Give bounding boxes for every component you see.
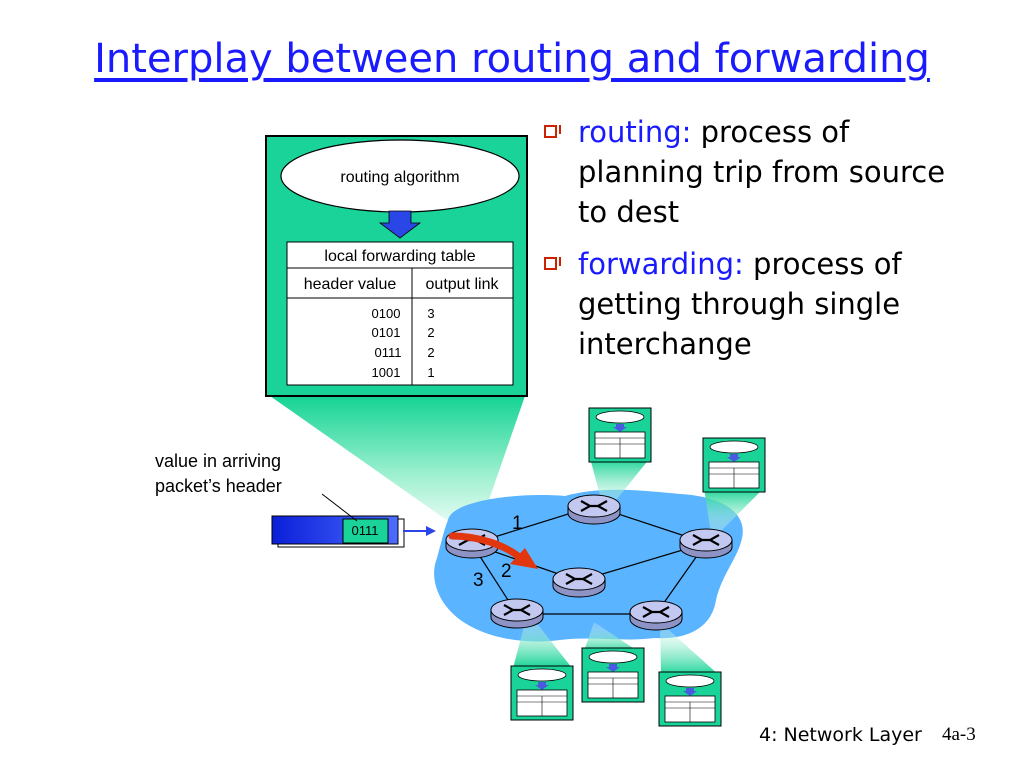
arriving-packet: 0111 [271, 515, 405, 548]
bullet-routing: routing: process of planning trip from s… [540, 112, 1010, 232]
bullet-list: routing: process of planning trip from s… [540, 112, 1010, 376]
mini-forwarding-table-icon [658, 671, 722, 727]
table-row-header: 1001 [372, 365, 401, 380]
table-row-header: 0101 [372, 325, 401, 340]
table-row-link: 3 [427, 306, 434, 321]
down-arrow-icon [378, 210, 422, 239]
bullet-forwarding: forwarding: process of getting through s… [540, 244, 1010, 364]
table-row-header: 0111 [375, 345, 402, 360]
footer-slide-number: 4a-3 [942, 724, 976, 745]
router-icon [678, 527, 734, 560]
bullet-term: routing: [578, 115, 692, 149]
forwarding-table [286, 241, 514, 386]
mini-forwarding-table-icon [581, 647, 645, 703]
zoom-cone [270, 396, 525, 540]
bullet-text: to dest [578, 195, 680, 229]
bullet-text: process of [691, 115, 850, 149]
table-row-link: 2 [427, 325, 434, 340]
column-header-value: header value [304, 276, 397, 293]
table-row-header: 0100 [372, 306, 401, 321]
bullet-text: interchange [578, 327, 752, 361]
table-row-link: 1 [427, 365, 434, 380]
packet-caption-line2: packet’s header [155, 476, 282, 496]
bullet-text: planning trip from source [578, 155, 946, 189]
packet-caption-line1: value in arriving [155, 451, 281, 471]
router-icon [551, 566, 607, 599]
table-row-link: 2 [427, 345, 434, 360]
port-label-1: 1 [512, 513, 523, 534]
router-icon [628, 599, 684, 632]
mini-forwarding-table-icon [588, 407, 652, 463]
router-icon [489, 597, 545, 630]
mini-forwarding-table-icon [510, 665, 574, 721]
forwarding-table-title: local forwarding table [324, 248, 475, 265]
bullet-text: getting through single [578, 287, 901, 321]
packet-header-value: 0111 [352, 523, 379, 538]
bullet-checkbox-icon [544, 125, 561, 138]
column-output-link: output link [426, 276, 500, 293]
router-internals-box: routing algorithm local forwarding table… [265, 135, 528, 397]
footer-chapter: 4: Network Layer [759, 724, 922, 746]
port-label-3: 3 [473, 570, 484, 591]
bullet-text: process of [743, 247, 902, 281]
port-label-2: 2 [501, 561, 512, 582]
forwarding-arrow [448, 532, 522, 560]
bullet-checkbox-icon [544, 257, 561, 270]
router-icon [566, 493, 622, 526]
mini-forwarding-table-icon [702, 437, 766, 493]
bullet-term: forwarding: [578, 247, 744, 281]
slide-title: Interplay between routing and forwarding [94, 36, 930, 82]
routing-algorithm-label: routing algorithm [340, 169, 459, 186]
